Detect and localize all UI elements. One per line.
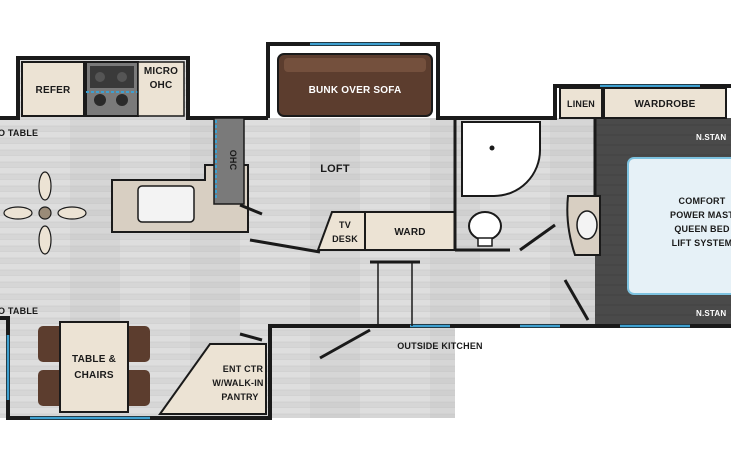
bed-label-1: COMFORT — [679, 196, 726, 206]
wardrobe-label: WARDROBE — [634, 99, 695, 110]
stove — [85, 61, 185, 117]
table-chairs-label-1: TABLE & — [72, 354, 116, 365]
ohc-label: OHC — [228, 150, 238, 171]
sink-icon — [137, 185, 195, 223]
bed-label-3: QUEEN BED — [674, 224, 730, 234]
bunk-over-sofa-label: BUNK OVER SOFA — [309, 85, 402, 96]
refer-label: REFER — [36, 85, 71, 96]
interior-walls — [239, 118, 597, 360]
bed-label-4: LIFT SYSTEM — [672, 238, 731, 248]
micro-label: MICRO — [144, 66, 178, 77]
ent-ctr-label-2: W/WALK-IN — [212, 378, 263, 388]
desk-label: DESK — [332, 234, 358, 244]
ent-ctr-label-3: PANTRY — [221, 392, 258, 402]
tv-label: TV — [339, 220, 351, 230]
loft-label: LOFT — [320, 163, 350, 175]
table-label-bottom: O TABLE — [0, 306, 38, 316]
windows — [6, 42, 700, 420]
refrigerator: REFER — [21, 61, 85, 117]
bath-vanity — [566, 195, 601, 256]
bath-sink-icon — [576, 210, 598, 240]
linen: LINEN — [559, 87, 603, 119]
ohc-cabinet: OHC — [213, 117, 245, 205]
micro-ohc: MICRO OHC — [137, 61, 185, 117]
ohc-label-top: OHC — [150, 80, 173, 91]
nightstand-label-bottom: N.STAN — [696, 309, 726, 318]
nightstand-label-top: N.STAN — [696, 133, 726, 142]
ward: WARD — [364, 211, 456, 251]
queen-bed: COMFORT POWER MAST QUEEN BED LIFT SYSTEM — [627, 157, 731, 295]
outside-kitchen-label: OUTSIDE KITCHEN — [397, 341, 483, 351]
table-and-chairs: TABLE & CHAIRS — [38, 321, 150, 413]
ceiling-fan-icon — [3, 171, 87, 255]
wardrobe: WARDROBE — [603, 87, 727, 119]
tv-desk: TV DESK — [316, 211, 366, 251]
toilet-icon — [468, 211, 502, 247]
drain-icon — [489, 145, 495, 151]
ward-label: WARD — [394, 227, 425, 238]
bunk-over-sofa: BUNK OVER SOFA — [277, 53, 433, 117]
ent-ctr-label-1: ENT CTR — [223, 364, 264, 374]
shower — [461, 121, 541, 197]
table-chairs-label-2: CHAIRS — [74, 370, 114, 381]
linen-label: LINEN — [567, 99, 595, 109]
table-label-top: O TABLE — [0, 128, 38, 138]
bed-label-2: POWER MAST — [670, 210, 731, 220]
ent-center-pantry: ENT CTR W/WALK-IN PANTRY — [158, 343, 267, 415]
